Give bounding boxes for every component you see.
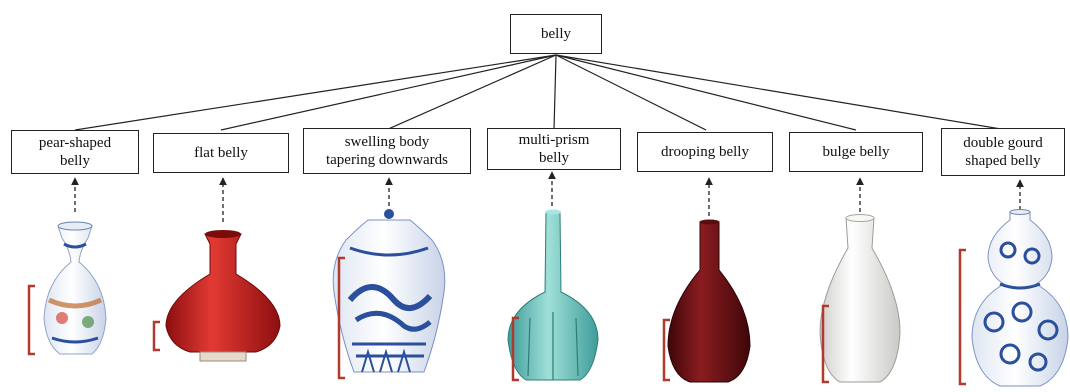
tree-connectors [75,55,1007,130]
category-pear-shaped-belly: pear-shaped belly [11,130,139,174]
category-flat-belly: flat belly [153,133,289,173]
vase-bulge-belly-image [820,215,900,383]
connector-line [386,55,556,130]
category-bulge-belly: bulge belly [789,132,923,172]
category-multi-prism-belly: multi-prism belly [487,128,621,170]
connector-line [556,55,706,130]
connector-line [221,55,556,130]
connector-line [556,55,856,130]
vase-pear-shaped-image [44,222,106,354]
connector-line [75,55,556,130]
vase-double-gourd-image [972,210,1068,387]
category-drooping-belly: drooping belly [637,132,773,172]
bracket-pear-shaped [29,286,35,354]
connector-line [556,55,1007,130]
category-swelling-body-tapering-downwards: swelling body tapering downwards [303,128,471,174]
vase-swelling-body-image [333,209,445,372]
vase-multi-prism-image [508,210,598,381]
connector-line [554,55,556,130]
bracket-flat-belly [154,322,160,350]
bracket-double-gourd [960,250,966,384]
root-node-belly: belly [510,14,602,54]
vase-drooping-belly-image [668,220,750,383]
category-double-gourd-shaped-belly: double gourd shaped belly [941,128,1065,176]
vase-flat-belly-image [166,230,280,361]
